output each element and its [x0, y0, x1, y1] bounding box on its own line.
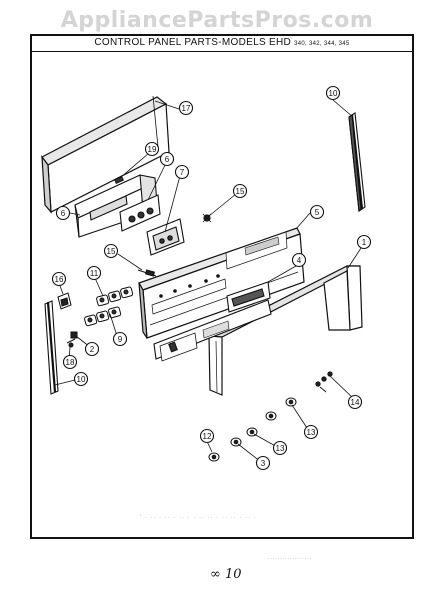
callout-label: 15	[107, 247, 116, 256]
diagram-title: CONTROL PANEL PARTS-MODELS EHD 340, 342,…	[30, 37, 414, 48]
part-bracket	[74, 174, 158, 238]
callout-label: 3	[261, 459, 266, 468]
callout-label: 17	[182, 104, 191, 113]
callout-label: 4	[297, 256, 302, 265]
footer-small-print: · · · · · · · · · · · · · · · · · ·	[268, 556, 311, 561]
callout-label: 19	[148, 145, 157, 154]
part-switch-module	[119, 194, 161, 232]
callout-7: 7	[174, 164, 190, 180]
callout-label: 11	[90, 269, 99, 278]
callout-14: 14	[347, 394, 363, 410]
footer-faint-text: ' · ·· · ·· · ·· · · ·· ·· · ·· ·· · ·· …	[140, 515, 257, 521]
callout-label: 13	[276, 444, 285, 453]
part-screws-right	[315, 371, 333, 393]
callout-6: 6	[55, 205, 71, 221]
title-models: 340, 342, 344, 345	[294, 41, 350, 47]
part-knobs-lower	[84, 306, 122, 327]
callout-label: 13	[307, 428, 316, 437]
callout-label: 16	[55, 275, 64, 284]
callout-label: 10	[329, 89, 338, 98]
callout-label: 12	[203, 432, 212, 441]
part-clip	[113, 175, 125, 185]
callout-label: 6	[165, 155, 170, 164]
part-switch	[57, 292, 72, 310]
part-knobs-bottom	[208, 397, 297, 462]
part-screw-top	[202, 213, 212, 223]
title-main: CONTROL PANEL PARTS-MODELS EHD	[94, 37, 295, 48]
callout-11: 11	[86, 265, 102, 281]
callout-label: 9	[118, 335, 123, 344]
callout-15: 15	[103, 243, 119, 259]
callout-label: 7	[180, 168, 185, 177]
callout-label: 14	[351, 398, 360, 407]
callout-label: 5	[315, 208, 320, 217]
part-trim-strip-right	[348, 112, 366, 213]
callout-10: 10	[325, 85, 341, 101]
part-switch-plate	[146, 218, 185, 256]
part-back-panel	[41, 95, 170, 214]
callout-label: 15	[236, 187, 245, 196]
callout-label: 10	[77, 375, 86, 384]
part-clips	[66, 331, 78, 348]
callout-13: 13	[303, 424, 319, 440]
part-trim-strip-left	[44, 300, 59, 395]
callout-label: 2	[90, 345, 95, 354]
callout-10: 10	[73, 371, 89, 387]
page-number-handwritten: ∞ 10	[210, 567, 242, 582]
callout-6: 6	[159, 151, 175, 167]
callout-3: 3	[255, 455, 271, 471]
callout-2: 2	[84, 341, 100, 357]
title-divider	[30, 51, 414, 52]
callout-4: 4	[291, 252, 307, 268]
part-trim-panel	[153, 281, 272, 362]
callout-1: 1	[356, 234, 372, 250]
part-screw-left	[137, 269, 157, 277]
callout-12: 12	[199, 428, 215, 444]
part-knobs-upper	[96, 286, 134, 307]
callout-15: 15	[232, 183, 248, 199]
callout-19: 19	[144, 141, 160, 157]
callout-9: 9	[112, 331, 128, 347]
callout-16: 16	[51, 271, 67, 287]
callout-5: 5	[309, 204, 325, 220]
callout-13: 13	[272, 440, 288, 456]
diagram-frame	[30, 34, 414, 539]
callout-17: 17	[178, 100, 194, 116]
watermark: AppliancePartsPros.com	[60, 8, 374, 33]
callout-label: 18	[66, 358, 75, 367]
callout-label: 6	[61, 209, 66, 218]
callout-label: 1	[362, 238, 367, 247]
part-control-panel	[138, 227, 305, 339]
callout-18: 18	[62, 354, 78, 370]
